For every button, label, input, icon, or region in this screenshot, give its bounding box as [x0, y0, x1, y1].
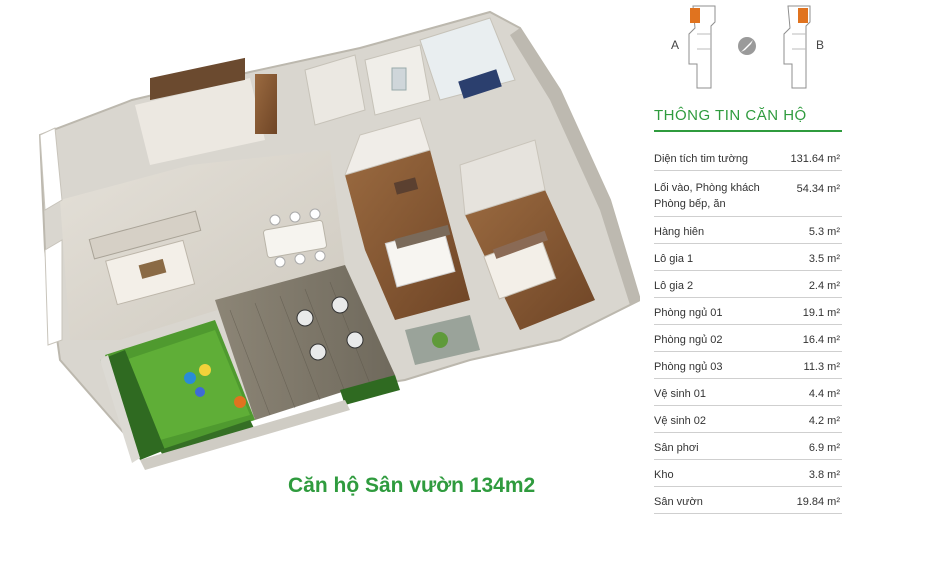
compass-icon [738, 37, 756, 55]
tower-b-unit-marker [798, 8, 808, 23]
info-row: Kho 3.8 m² [654, 459, 842, 487]
info-row-label: Vệ sinh 01 [654, 388, 706, 400]
bedroom-1 [345, 150, 470, 320]
info-row: Phòng ngủ 01 19.1 m² [654, 297, 842, 325]
info-row: Phòng ngủ 02 16.4 m² [654, 324, 842, 352]
info-row-label: Lô gia 2 [654, 280, 694, 292]
info-row-label: Hàng hiên [654, 226, 705, 238]
info-row: Lô gia 1 3.5 m² [654, 243, 842, 271]
info-row: Lô gia 2 2.4 m² [654, 270, 842, 298]
info-row-label: Phòng ngủ 02 [654, 334, 723, 346]
info-row-value: 19.84 m² [796, 496, 840, 508]
floor-plan-svg [38, 10, 640, 470]
info-row-label: Phòng ngủ 03 [654, 361, 723, 373]
dining-table [263, 219, 327, 259]
info-row-value: 4.2 m² [808, 415, 840, 427]
info-row-label: Lô gia 1 [654, 253, 694, 265]
info-title: THÔNG TIN CĂN HỘ [654, 107, 807, 124]
info-row-label: Sân vườn [654, 496, 703, 508]
info-row-label: Kho [654, 469, 674, 481]
garden-deck [215, 265, 395, 420]
kitchen-counter [150, 57, 245, 101]
info-row-value: 11.3 m² [803, 361, 840, 373]
tower-a-keyplan [688, 5, 716, 89]
info-row-value: 54.34 m² [796, 183, 840, 195]
info-row-value: 3.5 m² [808, 253, 840, 265]
info-row: Diện tích tim tường 131.64 m² [654, 143, 842, 171]
info-row: Vệ sinh 01 4.4 m² [654, 378, 842, 406]
kitchen-cabinet [255, 74, 277, 134]
sofa [88, 210, 202, 260]
info-row-value: 5.3 m² [808, 226, 840, 238]
floor-plan-illustration [38, 10, 640, 470]
info-row: Sân vườn 19.84 m² [654, 486, 842, 514]
tower-b-label: B [816, 38, 825, 52]
kitchen [135, 78, 265, 165]
info-row: Sân phơi 6.9 m² [654, 432, 842, 460]
info-row: Phòng ngủ 03 11.3 m² [654, 351, 842, 379]
bathroom-2 [459, 139, 546, 216]
info-panel: A B THÔNG TIN CĂN HỘ Diện tích tim tường… [640, 0, 850, 570]
info-row-label: Vệ sinh 02 [654, 415, 706, 427]
info-row-label: Diện tích tim tường [654, 153, 749, 165]
info-row-value: 6.9 m² [808, 442, 840, 454]
info-row-value: 131.64 m² [790, 153, 840, 165]
title-divider [654, 130, 842, 132]
info-row: Vệ sinh 02 4.2 m² [654, 405, 842, 433]
info-row-value: 4.4 m² [808, 388, 840, 400]
tower-a-unit-marker [690, 8, 700, 23]
info-row-value: 2.4 m² [808, 280, 840, 292]
tower-a-label: A [671, 38, 680, 52]
info-row-value: 3.8 m² [808, 469, 840, 481]
tower-b-keyplan [783, 5, 811, 89]
info-row-label-secondary: Phòng bếp, ăn [654, 198, 726, 210]
info-row-label: Lối vào, Phòng khách [654, 182, 760, 194]
info-row-label: Phòng ngủ 01 [654, 307, 723, 319]
apartment-caption: Căn hộ Sân vườn 134m2 [288, 474, 536, 497]
info-row-value: 19.1 m² [802, 307, 840, 319]
info-row-value: 16.4 m² [802, 334, 840, 346]
info-row-label: Sân phơi [654, 442, 699, 454]
coffee-table [138, 258, 167, 279]
info-row: Hàng hiên 5.3 m² [654, 216, 842, 244]
